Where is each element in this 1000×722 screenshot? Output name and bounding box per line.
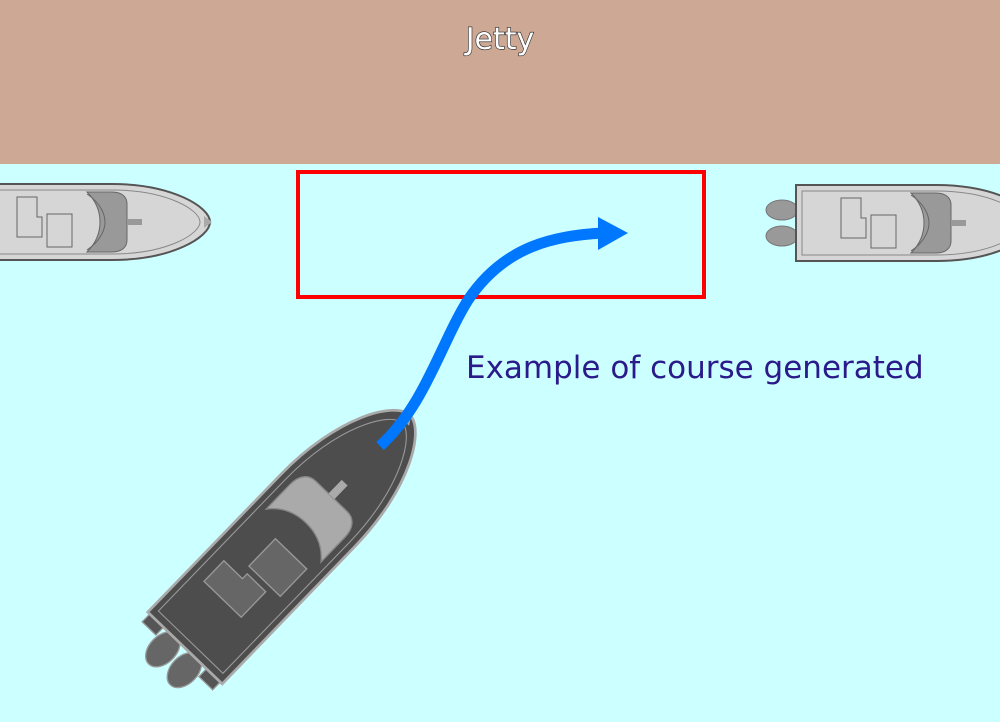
- course-label: Example of course generated: [466, 350, 924, 386]
- moored-boat-right: [765, 184, 1000, 262]
- target-berth-box: [296, 170, 706, 299]
- jetty: Jetty: [0, 0, 1000, 164]
- course-path: [376, 227, 603, 451]
- jetty-label: Jetty: [465, 21, 535, 57]
- moored-boat-left: [0, 183, 213, 261]
- course-arrowhead-icon: [598, 217, 628, 250]
